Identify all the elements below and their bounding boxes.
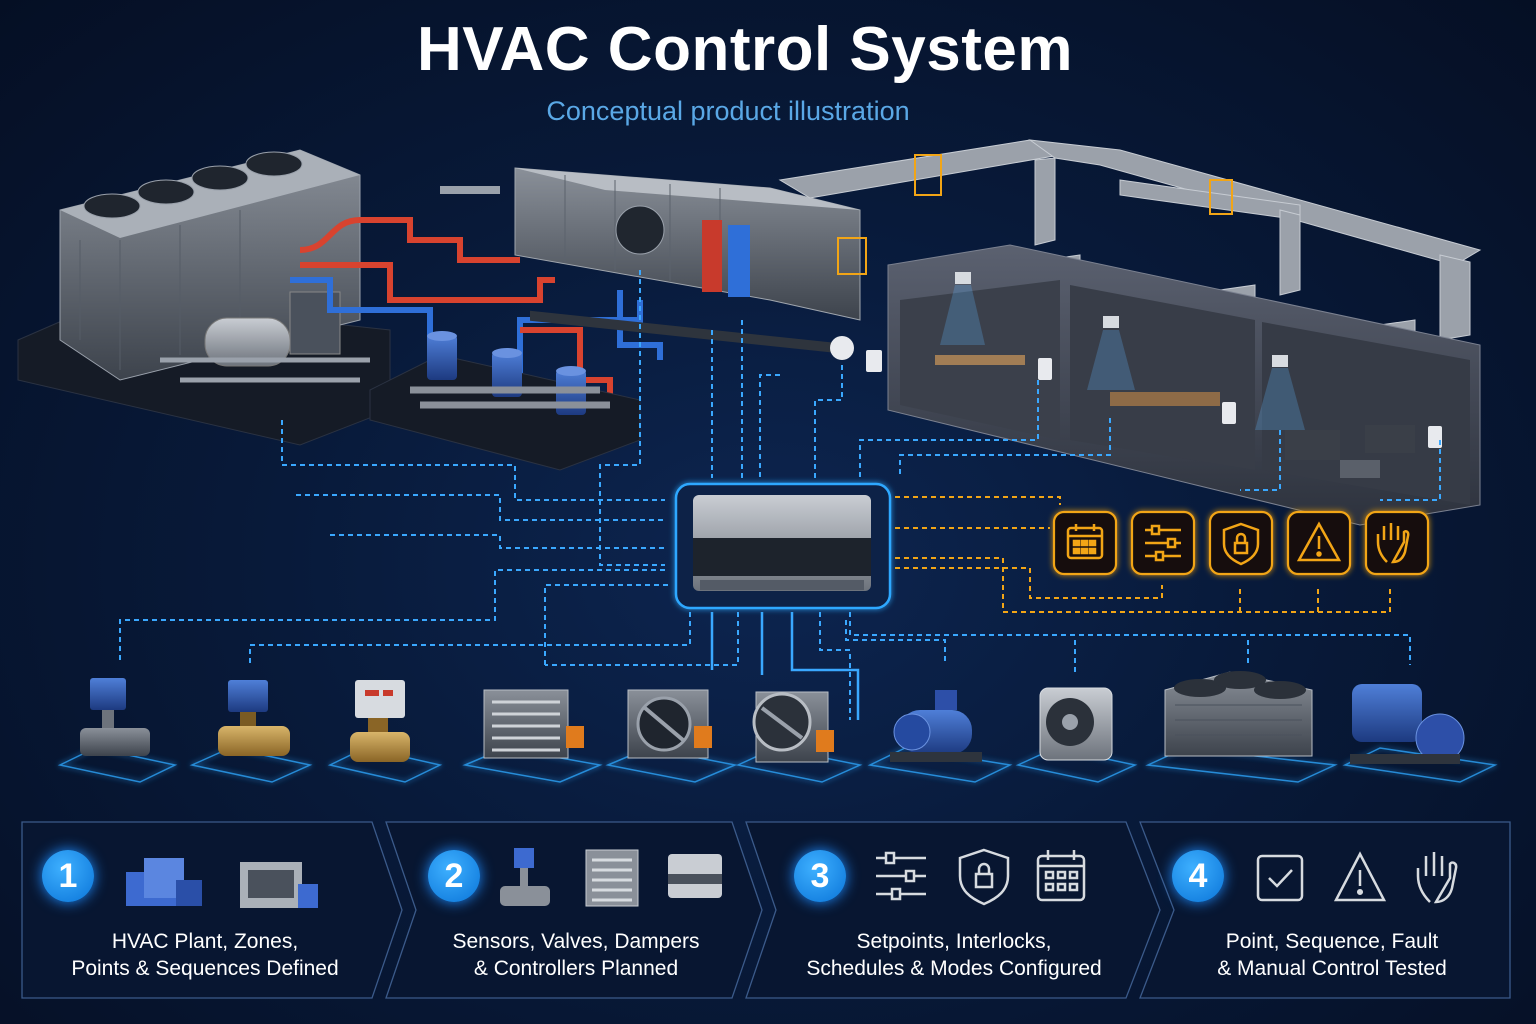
round-damper-actuator-icon (752, 691, 834, 763)
step-2-description: Sensors, Valves, Dampers & Controllers P… (396, 928, 756, 982)
step-3-line-1: Setpoints, Interlocks, (856, 930, 1052, 953)
step-number-badge: 3 (794, 850, 846, 902)
manual-hand-icon (1416, 852, 1458, 904)
step-number-badge: 4 (1172, 850, 1224, 902)
room-sensors (830, 336, 1442, 448)
solid-signal-lines (710, 612, 860, 720)
pump-motor-icon (890, 690, 982, 762)
sliders-icon (876, 851, 926, 901)
damper-icon (483, 689, 584, 759)
actuated-valve-icon (80, 678, 150, 756)
step-2: 2 Sensors, Valves, Dampers & Controllers… (396, 820, 756, 998)
plant-equipment-icon (126, 858, 318, 908)
step-2-line-2: & Controllers Planned (473, 957, 679, 980)
sliders-icon (1145, 524, 1181, 562)
checkbox-icon (1256, 854, 1304, 902)
step-4-line-1: Point, Sequence, Fault (1225, 930, 1439, 953)
step-strip: 1 HVAC Plant, Zones, Points & Sequences … (22, 820, 1512, 1000)
calendar-icon (1066, 524, 1104, 560)
round-damper-icon (627, 689, 712, 759)
manual-hand-icon (1376, 523, 1410, 564)
brass-valve-icon (218, 680, 290, 756)
valve-icon (500, 848, 550, 906)
step-3-line-2: Schedules & Modes Configured (806, 957, 1102, 980)
pump-skid (369, 331, 641, 471)
step-number-badge: 2 (428, 850, 480, 902)
air-handling-unit (514, 167, 861, 355)
testing-icons (1256, 851, 1458, 904)
control-function-lines (895, 496, 1391, 613)
step-1-description: HVAC Plant, Zones, Points & Sequences De… (22, 928, 388, 982)
calendar-icon (1036, 850, 1086, 902)
step-1-line-2: Points & Sequences Defined (71, 957, 339, 980)
step-4-line-2: & Manual Control Tested (1217, 957, 1447, 980)
warning-icon (1333, 851, 1387, 902)
control-function-tiles (1052, 510, 1430, 576)
configuration-icons (876, 848, 1086, 906)
step-1-line-1: HVAC Plant, Zones, (111, 930, 299, 953)
duct-damper-actuators (837, 154, 1233, 275)
building-zones (887, 244, 1481, 526)
condenser-unit-icon (1164, 671, 1313, 757)
step-4-description: Point, Sequence, Fault & Manual Control … (1152, 928, 1512, 982)
damper-icon (585, 849, 639, 907)
signal-lines (119, 270, 1441, 720)
field-device-icons (500, 848, 722, 907)
step-1: 1 HVAC Plant, Zones, Points & Sequences … (22, 820, 388, 998)
step-number-badge: 1 (42, 850, 94, 902)
shield-lock-icon (1222, 522, 1260, 566)
page-title: HVAC Control System (417, 15, 1073, 84)
warning-icon (1296, 521, 1342, 562)
step-2-line-1: Sensors, Valves, Dampers (452, 930, 700, 953)
shield-lock-icon (958, 848, 1010, 906)
central-controller (674, 482, 892, 610)
chiller-plant (17, 149, 391, 446)
step-4: 4 Point, Sequence, Fault & Manual Contro… (1152, 820, 1512, 998)
field-devices (57, 671, 1498, 783)
blue-pump-icon (1350, 684, 1465, 764)
page-subtitle: Conceptual product illustration (546, 96, 910, 126)
centrifugal-fan-icon (1039, 687, 1113, 761)
control-valve-icon (350, 680, 410, 762)
controller-icon (668, 854, 722, 898)
step-3-description: Setpoints, Interlocks, Schedules & Modes… (756, 928, 1152, 982)
step-3: 3 Setpoints, Interlocks, Schedules & Mod… (756, 820, 1152, 998)
